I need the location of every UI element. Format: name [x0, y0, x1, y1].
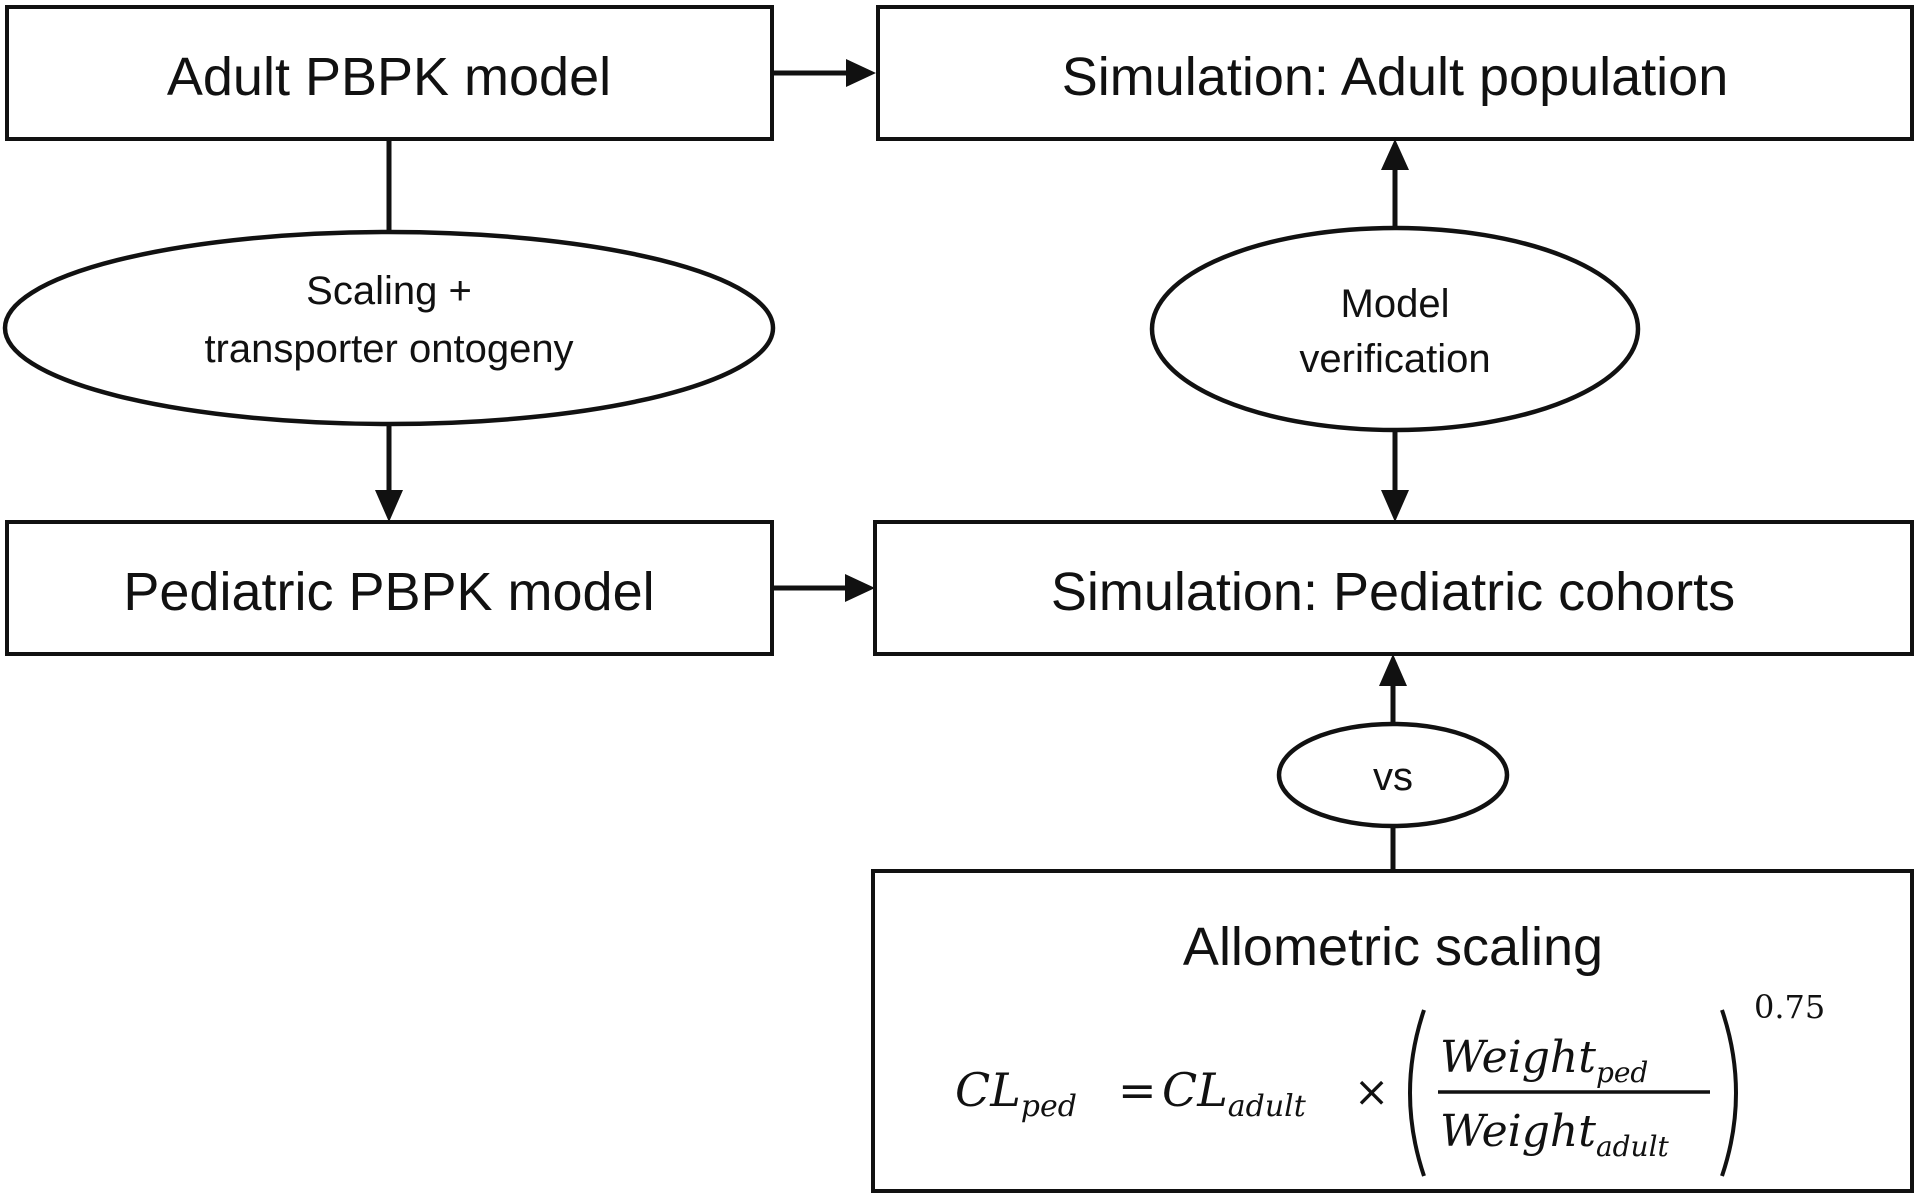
- adult-pbpk-box: Adult PBPK model: [5, 5, 774, 141]
- formula-weight-adult: Weightadult: [1440, 1106, 1670, 1163]
- vs-label: vs: [1373, 755, 1413, 799]
- pediatric-pbpk-label: Pediatric PBPK model: [123, 562, 654, 622]
- allometric-label: Allometric scaling: [1183, 917, 1603, 977]
- arrow-verif-to-ped-head: [1381, 490, 1409, 522]
- scaling-label-line1: Scaling +: [306, 269, 472, 313]
- pediatric-pbpk-box: Pediatric PBPK model: [5, 520, 774, 656]
- sim-pediatric-box: Simulation: Pediatric cohorts: [873, 520, 1914, 656]
- verification-label-line1: Model: [1341, 282, 1450, 326]
- sim-adult-box: Simulation: Adult population: [876, 5, 1914, 141]
- adult-pbpk-label: Adult PBPK model: [167, 47, 611, 107]
- arrow-ped-to-sim-head: [845, 574, 875, 602]
- sim-adult-label: Simulation: Adult population: [1062, 47, 1728, 107]
- sim-pediatric-label: Simulation: Pediatric cohorts: [1051, 562, 1735, 622]
- formula-weight-ped: Weightped: [1440, 1032, 1648, 1089]
- formula-cl-adult: CLadult: [1162, 1063, 1307, 1124]
- formula-left-paren: [1408, 1009, 1426, 1177]
- verification-ellipse: Model verification: [1149, 225, 1641, 433]
- arrow-verif-to-adult-head: [1381, 139, 1409, 170]
- connectors: [375, 59, 1409, 871]
- arrow-adult-to-sim-head: [846, 59, 876, 87]
- vs-ellipse: vs: [1276, 721, 1510, 829]
- arrow-vs-to-ped-head: [1379, 654, 1407, 686]
- scaling-label-line2: transporter ontogeny: [204, 327, 573, 371]
- scaling-ellipse: Scaling + transporter ontogeny: [2, 229, 776, 427]
- formula-times: ×: [1354, 1067, 1389, 1116]
- allometric-formula: CLped = CLadult × Weightped Weightadult …: [955, 988, 1825, 1177]
- verification-label-line2: verification: [1299, 337, 1490, 381]
- formula-right-paren: [1720, 1009, 1738, 1177]
- allometric-box: Allometric scaling: [871, 869, 1914, 1193]
- arrow-scaling-to-ped-head: [375, 490, 403, 522]
- formula-equals: =: [1118, 1063, 1157, 1117]
- formula-cl-ped: CLped: [955, 1063, 1077, 1124]
- formula-exponent: 0.75: [1754, 988, 1825, 1026]
